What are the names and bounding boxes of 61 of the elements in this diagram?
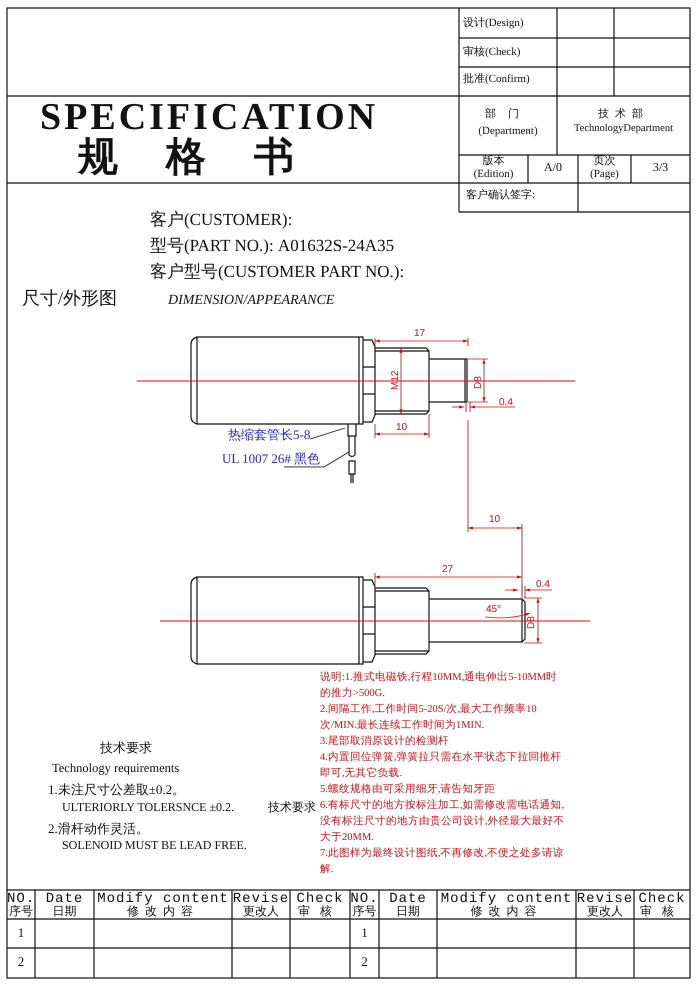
header-label: 批准(Confirm) xyxy=(463,73,530,86)
header-label: 客户确认签字: xyxy=(466,189,536,202)
header-label: 页次 xyxy=(592,155,616,168)
requirements-heading: Technology requirements xyxy=(52,761,180,776)
column-heading: 更改人 xyxy=(586,905,624,919)
column-heading: 审核 xyxy=(297,905,343,919)
customer-label: 客户(CUSTOMER): xyxy=(150,210,292,230)
header-label: (Edition) xyxy=(472,168,514,181)
header-label: 技术部 xyxy=(597,108,650,121)
row-number: 1 xyxy=(16,926,26,941)
note-text: 2.间隔工作,工作时间5-20S/次,最大工作频率10次/MIN.最长连续工作时间为1MIN. xyxy=(320,702,538,733)
row-number: 2 xyxy=(16,955,26,970)
dimension-value: 27 xyxy=(442,564,454,576)
requirements-heading: 技术要求 xyxy=(100,741,152,756)
customer-label: 客户型号(CUSTOMER PART NO.): xyxy=(150,262,404,282)
dimension-value: 10 xyxy=(396,422,408,434)
requirement-text: 1.未注尺寸公差取±0.2。 xyxy=(48,783,186,798)
note-text: 4.内置回位弹簧,弹簧拉只需在水平状态下拉回推杆即可,无其它负载. xyxy=(320,750,562,781)
header-label: TechnologyDepartment xyxy=(573,123,674,136)
header-label: (Page) xyxy=(589,168,620,181)
row-number: 1 xyxy=(360,926,369,941)
column-heading: Revise xyxy=(232,891,290,907)
header-label: 版本 xyxy=(482,155,506,168)
note-text: 7.此图样为最终设计图纸,不再修改,不便之处多请谅解. xyxy=(320,846,566,877)
part-number-label: 型号(PART NO.): A01632S-24A35 xyxy=(150,236,394,256)
note-text: 5.螺纹规格由可采用细牙,请告知牙距 xyxy=(320,782,496,797)
dimension-value: 17 xyxy=(414,328,426,340)
dimension-value: M12 xyxy=(390,370,402,390)
header-value: A/0 xyxy=(543,161,563,175)
column-heading: 日期 xyxy=(52,905,78,919)
column-heading: 序号 xyxy=(352,905,378,919)
leader-line xyxy=(284,452,350,468)
callout-text: UL 1007 26# 黑色 xyxy=(222,452,320,467)
column-heading: 审核 xyxy=(639,905,685,919)
header-label: 部门 xyxy=(484,108,532,121)
section-heading: 尺寸/外形图 xyxy=(22,288,118,309)
leader-line xyxy=(310,428,346,440)
header-label: 审核(Check) xyxy=(463,46,520,59)
column-heading: Revise xyxy=(576,891,634,907)
requirement-text: ULTERIORLY TOLERSNCE ±0.2. xyxy=(62,801,234,815)
section-heading: DIMENSION/APPEARANCE xyxy=(168,293,334,310)
note-text: 6.有标尺寸的地方按标注加工,如需修改需电话通知,没有标注尺寸的地方由贵公司设计,外径最大最好不大于20MM. xyxy=(320,798,566,845)
requirement-text: SOLENOID MUST BE LEAD FREE. xyxy=(62,839,247,853)
requirement-text: 2.滑杆动作灵活。 xyxy=(48,822,149,837)
dimension-value: 0.4 xyxy=(536,579,550,590)
dimension-value: 45° xyxy=(486,604,502,616)
note-text: 说明:1.推式电磁铁,行程10MM,通电伸出5-10MM时的推力>500G. xyxy=(320,670,558,701)
column-heading: 修改内容 xyxy=(127,905,200,919)
column-heading: 序号 xyxy=(8,905,34,919)
header-value: 3/3 xyxy=(652,161,670,175)
header-label: (Department) xyxy=(477,125,539,138)
dimension-value: 10 xyxy=(489,514,500,526)
callout-text: 热缩套管长5-8 xyxy=(228,428,310,443)
row-number: 2 xyxy=(360,955,369,970)
column-heading: 修改内容 xyxy=(470,905,544,919)
note-text: 3.尾部取消原设计的检测杆 xyxy=(320,734,450,749)
column-heading: 更改人 xyxy=(242,905,280,919)
column-heading: 日期 xyxy=(395,905,421,919)
header-label: 设计(Design) xyxy=(463,17,524,30)
dimension-value: 0.4 xyxy=(499,397,513,408)
requirements-heading: 技术要求 xyxy=(268,801,316,815)
